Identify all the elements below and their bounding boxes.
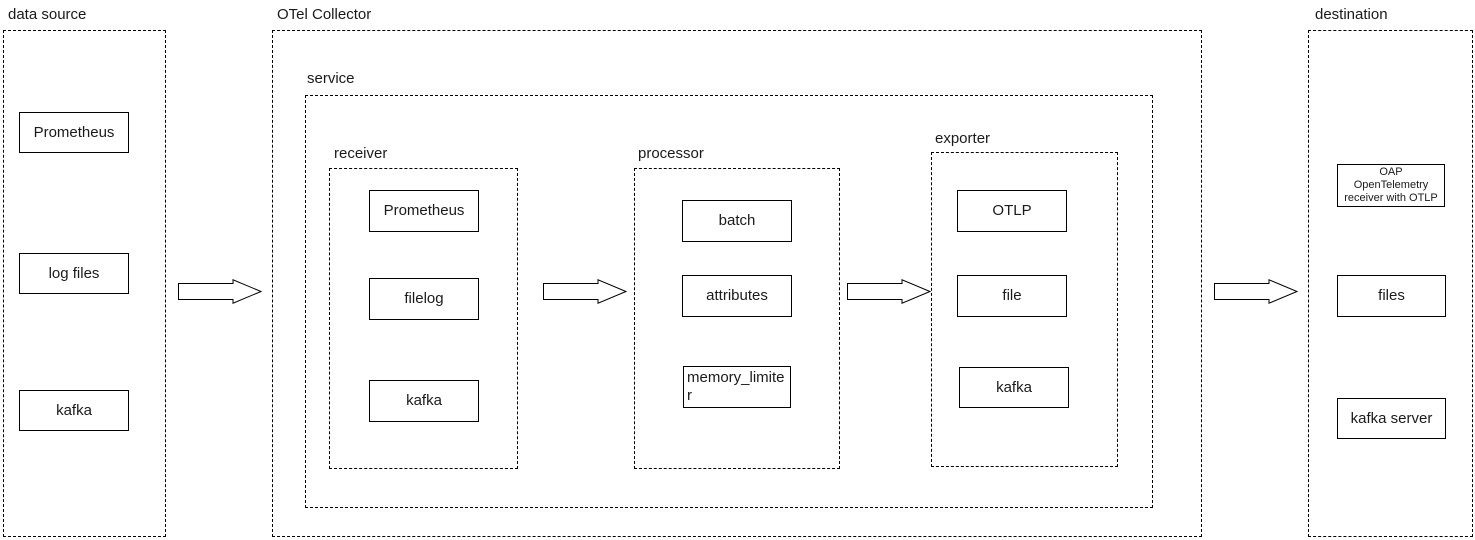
arrow-right-icon [1214,279,1298,304]
node-exporter-file: file [957,275,1067,317]
flow-arrow-1 [178,279,262,304]
flow-arrow-4 [1214,279,1298,304]
node-source-log-files: log files [19,253,129,294]
oap-line-1: OAP [1379,166,1403,178]
node-receiver-kafka: kafka [369,380,479,422]
node-processor-memory-limiter: memory_limiter [683,366,791,408]
node-processor-attributes: attributes [682,275,792,317]
node-destination-oap: OAP OpenTelemetry receiver with OTLP [1337,164,1445,207]
destination-label: destination [1315,6,1388,23]
processor-panel [634,168,840,469]
service-panel [305,95,1153,508]
otel-collector-label: OTel Collector [277,6,372,23]
node-receiver-filelog: filelog [369,278,479,320]
service-label: service [307,70,355,87]
node-source-kafka: kafka [19,390,129,431]
exporter-label: exporter [935,130,991,147]
node-destination-kafka-server: kafka server [1337,398,1446,439]
processor-label: processor [638,145,704,162]
destination-panel [1308,30,1473,537]
node-exporter-otlp: OTLP [957,190,1067,232]
otel-collector-panel [272,30,1202,537]
receiver-label: receiver [334,145,388,162]
node-processor-batch: batch [682,200,792,242]
node-source-prometheus: Prometheus [19,112,129,153]
exporter-panel [931,152,1118,467]
arrow-right-icon [543,279,627,304]
arrow-right-icon [847,279,931,304]
receiver-panel [329,168,518,469]
node-receiver-prometheus: Prometheus [369,190,479,232]
data-source-panel [3,30,166,537]
data-source-label: data source [8,6,87,23]
node-exporter-kafka: kafka [959,367,1069,408]
oap-line-2: OpenTelemetry [1353,179,1429,191]
node-destination-files: files [1337,275,1446,317]
flow-arrow-3 [847,279,931,304]
arrow-right-icon [178,279,262,304]
oap-line-3: receiver with OTLP [1344,192,1438,204]
flow-arrow-2 [543,279,627,304]
